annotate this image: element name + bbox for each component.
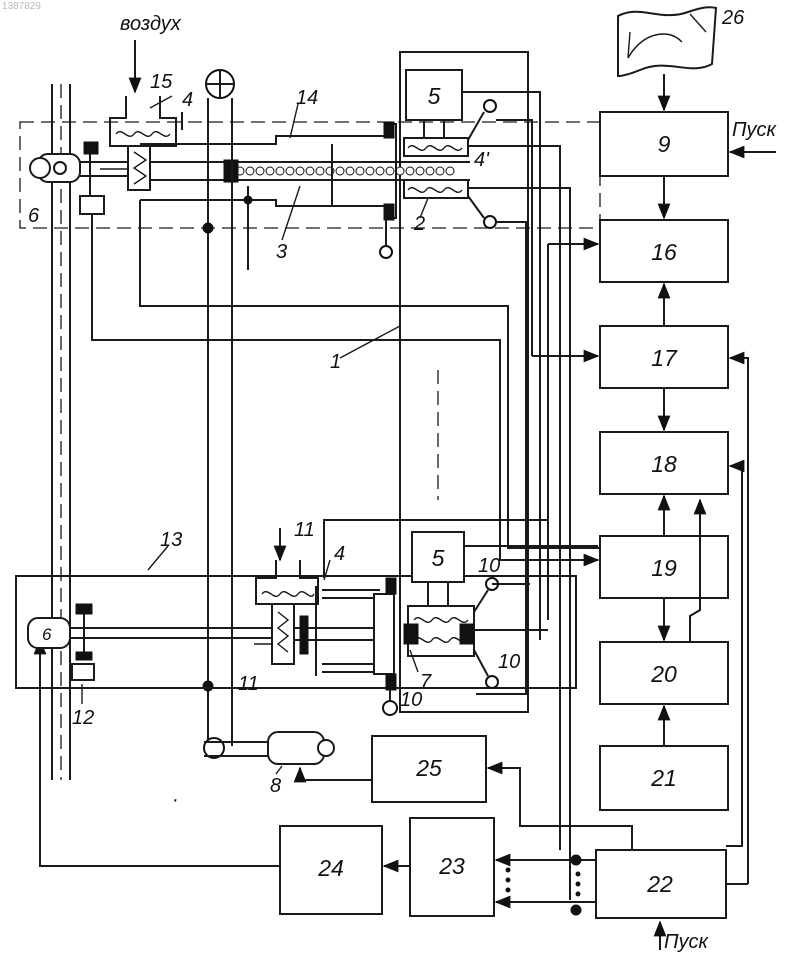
lower-unit-frame bbox=[16, 576, 576, 688]
label-1: 1 bbox=[330, 351, 341, 373]
watermark-text: 1387829 bbox=[2, 1, 41, 12]
leader-1 bbox=[340, 326, 400, 358]
label-12: 12 bbox=[72, 707, 94, 729]
start-label-top: Пуск bbox=[732, 119, 777, 141]
block-16-label: 16 bbox=[651, 239, 677, 265]
lower-valve-circle bbox=[383, 701, 397, 715]
label-4prime: 4' bbox=[474, 149, 490, 171]
line-encoder-to-19 bbox=[92, 214, 598, 560]
sensor-5-upper: 5 4' 2 bbox=[404, 70, 496, 235]
label-5-upper: 5 bbox=[428, 83, 441, 109]
encoder-12-lower: 12 bbox=[72, 604, 94, 729]
cylinder-14: 14 bbox=[140, 87, 396, 220]
block-23: 23 bbox=[410, 818, 494, 916]
block-9: 9 bbox=[600, 112, 728, 176]
label-8: 8 bbox=[270, 775, 281, 797]
upper-coupling bbox=[128, 146, 150, 190]
block-18: 18 bbox=[600, 432, 728, 494]
line-25-to-motor-8 bbox=[300, 768, 372, 780]
encoder-12-upper bbox=[80, 142, 104, 214]
block-17: 17 bbox=[600, 326, 728, 388]
block-21: 21 bbox=[600, 746, 728, 810]
belt-joint-upper bbox=[203, 223, 213, 233]
block-25-label: 25 bbox=[415, 755, 442, 781]
stray-mark: · bbox=[172, 789, 179, 811]
program-sheet-26: 26 bbox=[618, 7, 745, 76]
motor-6-lower: 6 bbox=[28, 618, 70, 648]
label-10-b: 10 bbox=[498, 651, 520, 673]
upper-tension-dot bbox=[244, 196, 252, 204]
label-15: 15 bbox=[150, 71, 173, 93]
label-3: 3 bbox=[276, 241, 287, 263]
block-22: 22 bbox=[596, 850, 726, 918]
label-4-upper: 4 bbox=[182, 89, 193, 111]
block-9-label: 9 bbox=[658, 131, 671, 157]
sensor-5-lower: 5 10 10 7 bbox=[404, 532, 520, 693]
air-inlet-15: воздух 15 4 bbox=[110, 13, 193, 146]
upper-pulley bbox=[206, 70, 234, 98]
block-24-label: 24 bbox=[317, 855, 344, 881]
label-11-upper: 11 bbox=[294, 519, 315, 541]
block-17-label: 17 bbox=[651, 345, 678, 371]
label-4-lower: 4 bbox=[334, 543, 345, 565]
block-16: 16 bbox=[600, 220, 728, 282]
block-25: 25 bbox=[372, 736, 486, 802]
block-20: 20 bbox=[600, 642, 728, 704]
label-6-upper: 6 bbox=[28, 205, 40, 227]
lower-shaft bbox=[70, 628, 276, 638]
air-label: воздух bbox=[120, 13, 182, 35]
block-19-label: 19 bbox=[651, 555, 677, 581]
label-6-lower: 6 bbox=[42, 625, 52, 644]
line-22-to-18 bbox=[730, 466, 742, 516]
block-19: 19 bbox=[600, 536, 728, 598]
block-23-label: 23 bbox=[438, 853, 465, 879]
leader-3 bbox=[282, 186, 300, 240]
motor-6-upper bbox=[30, 154, 80, 182]
label-5-lower: 5 bbox=[432, 545, 445, 571]
label-10-c: 10 bbox=[400, 689, 422, 711]
start-label-bottom: Пуск bbox=[664, 931, 709, 953]
label-13: 13 bbox=[160, 529, 182, 551]
block-20-label: 20 bbox=[650, 661, 677, 687]
belt-joint-lower bbox=[203, 681, 213, 691]
label-2: 2 bbox=[413, 213, 425, 235]
air-inlet-11: 11 4 bbox=[256, 519, 345, 604]
block-21-label: 21 bbox=[650, 765, 677, 791]
label-14: 14 bbox=[296, 87, 318, 109]
block-22-label: 22 bbox=[646, 871, 673, 897]
upper-valve-circle bbox=[380, 246, 392, 258]
motor-8: 8 bbox=[204, 732, 334, 797]
block-24: 24 bbox=[280, 826, 382, 914]
block-18-label: 18 bbox=[651, 451, 677, 477]
label-11-lower: 11 bbox=[238, 673, 259, 695]
label-10-a: 10 bbox=[478, 555, 500, 577]
label-26: 26 bbox=[721, 7, 745, 29]
upper-ball-screw-3 bbox=[150, 160, 470, 182]
line-22-to-17 bbox=[730, 358, 748, 884]
